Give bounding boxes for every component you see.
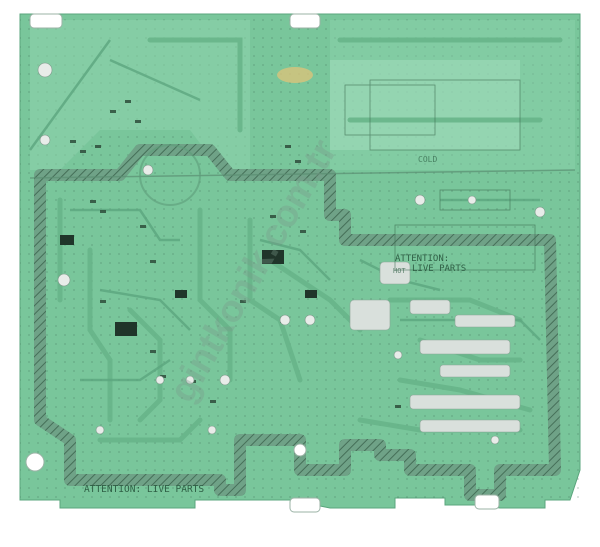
hot-label: HOT bbox=[393, 267, 406, 275]
isolation-border bbox=[34, 144, 561, 501]
attention-bottom-label: ATTENTION: LIVE PARTS bbox=[84, 484, 204, 495]
cold-label: COLD bbox=[418, 155, 437, 164]
ic-chip bbox=[175, 290, 187, 298]
ic-chip bbox=[262, 250, 284, 264]
mounting-pad bbox=[29, 13, 63, 29]
mounting-hole bbox=[293, 443, 307, 457]
mounting-pad bbox=[289, 497, 321, 513]
attention-right-label-line2: LIVE PARTS bbox=[412, 264, 466, 274]
mounting-pad bbox=[474, 494, 500, 510]
attention-right-label-line1: ATTENTION: bbox=[395, 254, 449, 264]
ic-chip bbox=[115, 322, 137, 336]
ic-chip bbox=[305, 290, 317, 298]
mounting-hole bbox=[25, 452, 45, 472]
mounting-pad bbox=[289, 13, 321, 29]
ic-chip bbox=[60, 235, 74, 245]
